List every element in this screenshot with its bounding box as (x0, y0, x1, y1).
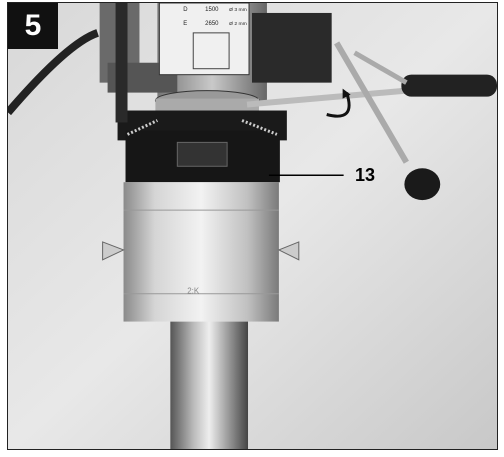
scale-row2-left: E (183, 21, 187, 27)
figure-number-badge: 5 (8, 3, 58, 49)
figure-frame: D 1500 Ø 3 mm E 2650 Ø 2 mm 2:K (7, 2, 498, 450)
scale-row1-right: Ø 3 mm (229, 7, 247, 13)
scale-row1-mid: 1500 (205, 7, 219, 13)
scale-row2-mid: 2650 (205, 21, 219, 27)
scale-row2-right: Ø 2 mm (229, 21, 247, 27)
drill-press-photo: D 1500 Ø 3 mm E 2650 Ø 2 mm 2:K (8, 3, 497, 449)
guard-marking: 2:K (187, 287, 200, 296)
scale-row1-left: D (183, 7, 188, 13)
callout-label: 13 (355, 165, 376, 185)
